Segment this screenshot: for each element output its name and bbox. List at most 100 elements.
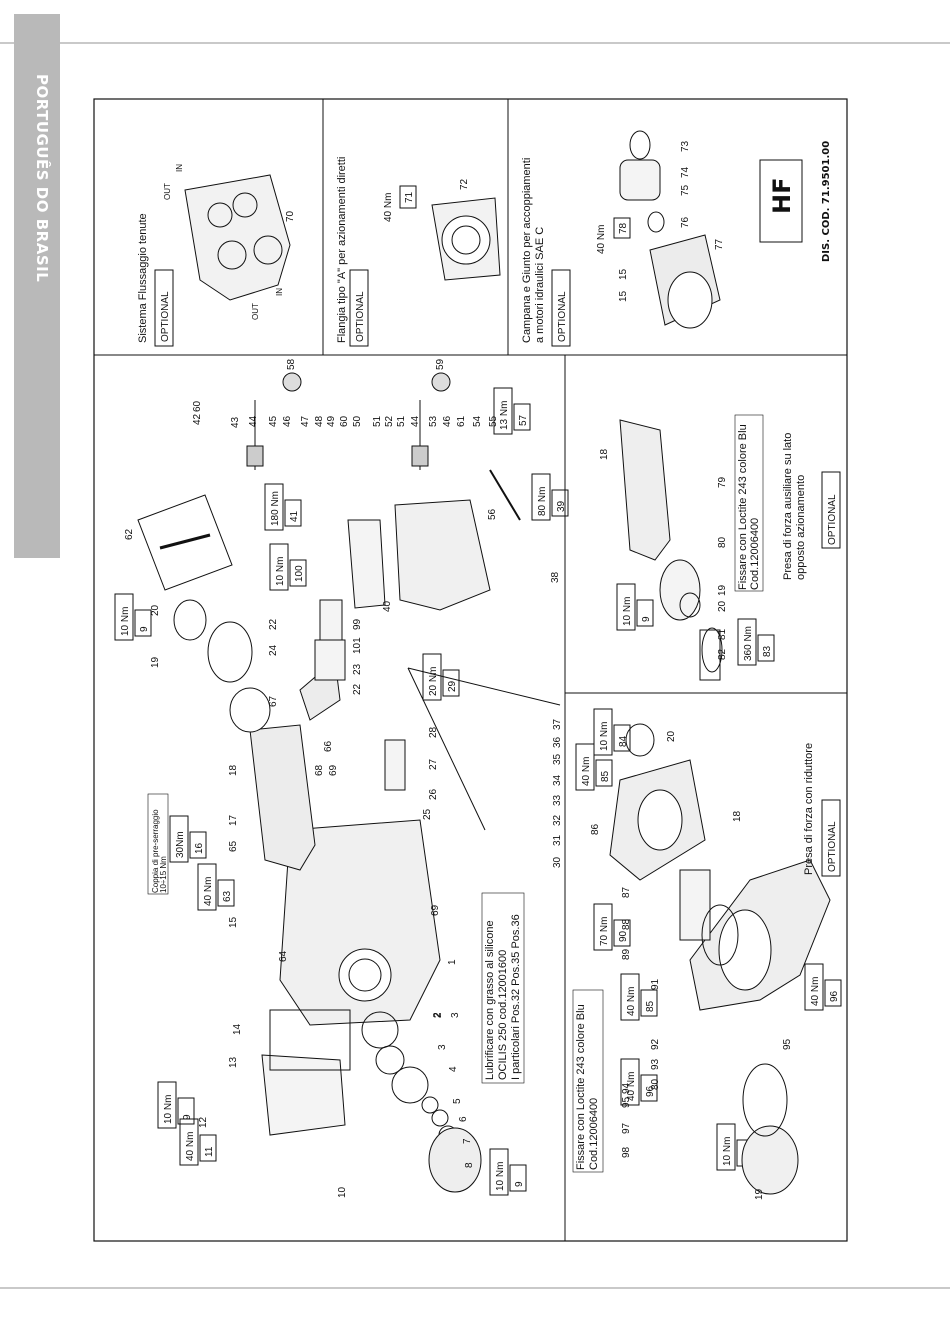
- callout-main-13: 64: [278, 950, 289, 962]
- callout-main-24: 24: [268, 644, 279, 656]
- torque-value-9: 13 Nm: [499, 401, 510, 430]
- callout-main-33: 31: [552, 834, 563, 846]
- flange-a-title: Flangia tipo "A" per azionamenti diretti: [336, 157, 348, 343]
- torque-box-frame-15: [716, 1123, 736, 1171]
- callout-pto-aux-1: 81: [717, 628, 728, 640]
- part-box-frame-8: [551, 489, 569, 517]
- seal-flushing-title: Sistema Flussaggio tenute: [137, 213, 149, 343]
- flush-out-bottom: OUT: [251, 303, 260, 320]
- flange-a-torque: 40 Nm: [383, 193, 394, 222]
- section-pto-aux: Presa di forza ausiliare su lato opposto…: [619, 414, 841, 681]
- torque-part-3: 63: [222, 890, 233, 902]
- header-rule: [0, 42, 950, 44]
- torque-box-frame-11: [620, 1058, 640, 1106]
- torque-value-11: 40 Nm: [626, 1072, 637, 1101]
- callout-main-38: 35: [552, 753, 563, 765]
- model-code: HF: [768, 178, 796, 214]
- torque-part-2: 9: [514, 1181, 525, 1187]
- section-bell-coupling: Campana e Giunto per accoppiamenti a mot…: [521, 130, 725, 347]
- torque-value-19: 360 Nm: [743, 626, 754, 661]
- callout-main-57: 60: [339, 415, 350, 427]
- section-pto-gear: Presa di forza con riduttore OPTIONAL Fi…: [572, 723, 841, 1195]
- torque-value-4: 30Nm: [175, 831, 186, 858]
- main-notes: Coppia di pre-serraggio 10÷15 Nm Lubrifi…: [147, 793, 525, 1084]
- torque-box-frame-18: [616, 583, 636, 631]
- drawing-code: DIS. COD. 71.9501.00: [821, 141, 832, 262]
- callout-main-20: 19: [150, 656, 161, 668]
- torque-part-6: 100: [294, 565, 305, 582]
- callout-main-44: 38: [550, 571, 561, 583]
- torque-value-10: 20 Nm: [428, 667, 439, 696]
- callout-72: 72: [459, 178, 470, 190]
- bell-callout-15b: 15: [618, 268, 629, 280]
- callout-main-54: 47: [300, 415, 311, 427]
- torque-part-7: 41: [289, 510, 300, 522]
- part-box-frame-13: [613, 919, 631, 947]
- callout-main-9: 6: [458, 1116, 469, 1122]
- callout-main-14: 69: [430, 904, 441, 916]
- torque-box-frame-0: [157, 1081, 177, 1129]
- callout-pto-gear-12: 86: [590, 823, 601, 835]
- loctite-note-1: Fissare con Loctite 243 colore Blu: [575, 1004, 587, 1170]
- callout-pto-aux-0: 82: [717, 648, 728, 660]
- callout-main-1: 12: [198, 1116, 209, 1128]
- torque-box-frame-3: [197, 863, 217, 911]
- loctite2-note-2: Cod.12006400: [749, 518, 761, 590]
- callout-pto-gear-5: 80: [650, 1078, 661, 1090]
- bell-callout-73: 73: [680, 140, 691, 152]
- part-box-frame-7: [284, 499, 302, 527]
- part-box-frame-5: [134, 609, 152, 637]
- torque-box-frame-1: [179, 1118, 199, 1166]
- part-box-frame-11: [640, 1074, 658, 1102]
- loctite-note-2: Cod.12006400: [588, 1098, 600, 1170]
- callout-main-51: 44: [248, 415, 259, 427]
- callout-pto-gear-15: 20: [666, 730, 677, 742]
- bell-callout-74: 74: [680, 166, 691, 178]
- callout-main-42: 27: [428, 758, 439, 770]
- callout-pto-aux-3: 19: [717, 584, 728, 596]
- callout-main-2: 13: [228, 1056, 239, 1068]
- callout-main-16: 17: [228, 814, 239, 826]
- callout-main-31: 69: [328, 764, 339, 776]
- callout-main-35: 25: [422, 808, 433, 820]
- language-sidebar: [14, 14, 60, 558]
- bell-title-1: Campana e Giunto per accoppiamenti: [521, 158, 533, 343]
- callout-main-3: 14: [232, 1023, 243, 1035]
- torque-value-8: 80 Nm: [537, 487, 548, 516]
- pto-aux-title-2: opposto azionamento: [795, 475, 807, 580]
- torque-value-13: 70 Nm: [599, 917, 610, 946]
- part-box-frame-10: [442, 669, 460, 697]
- callout-main-53: 46: [282, 415, 293, 427]
- callout-70: 70: [285, 210, 296, 222]
- callout-main-34: 32: [552, 814, 563, 826]
- preload-note-2: 10÷15 Nm: [159, 856, 168, 893]
- callout-pto-aux-4: 80: [717, 536, 728, 548]
- flush-in-bottom: IN: [275, 288, 284, 296]
- callout-main-27: 101: [352, 637, 363, 654]
- callout-main-41: 28: [428, 726, 439, 738]
- callout-pto-gear-2: 97: [621, 1122, 632, 1134]
- callout-pto-gear-6: 93: [650, 1058, 661, 1070]
- torque-part-8: 39: [556, 500, 567, 512]
- callout-main-60: 52: [384, 415, 395, 427]
- callout-pto-gear-10: 88: [621, 918, 632, 930]
- part-box-frame-1: [199, 1134, 217, 1162]
- section-flange-a: Flangia tipo "A" per azionamenti diretti…: [336, 157, 501, 347]
- part-box-frame-6: [289, 559, 307, 587]
- callout-main-18: 2: [432, 1012, 443, 1018]
- torque-part-11: 96: [645, 1085, 656, 1097]
- torque-part-12: 85: [645, 1000, 656, 1012]
- torque-value-7: 180 Nm: [270, 491, 281, 526]
- callout-main-52: 45: [268, 415, 279, 427]
- torque-part-14: 96: [829, 990, 840, 1002]
- torque-box-frame-9: [493, 387, 513, 435]
- part-box-frame-4: [189, 831, 207, 859]
- torque-value-2: 10 Nm: [495, 1162, 506, 1191]
- callout-main-12: 15: [228, 916, 239, 928]
- callout-main-45: 40: [382, 600, 393, 612]
- callout-main-37: 34: [552, 774, 563, 786]
- torque-value-14: 40 Nm: [810, 977, 821, 1006]
